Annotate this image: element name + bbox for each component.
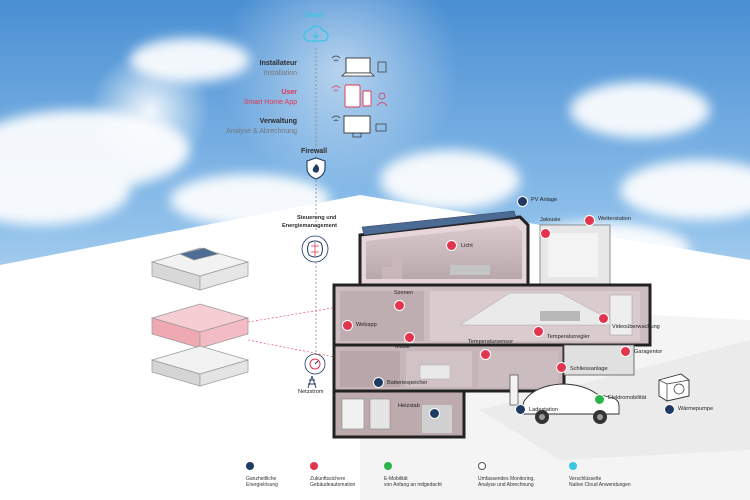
weather-bubble: [584, 215, 595, 226]
scenes-label: Szenen: [394, 290, 413, 296]
weather-label: Wetterstation: [598, 216, 631, 222]
heatpump-label: Wärmepumpe: [678, 406, 714, 412]
lock-label: Schliessanlage: [570, 366, 608, 372]
cloud-title: Cloud: [303, 12, 323, 19]
admin-title: Verwaltung: [259, 118, 297, 125]
tempsensor-label: Temperatursensor: [468, 339, 514, 345]
legend-dot-emobility: [384, 462, 392, 470]
legend-dot-cloud: [569, 462, 577, 470]
music-label: Musik: [395, 344, 410, 350]
blind-label: Jalousie: [540, 217, 561, 223]
scenes-bubble: [394, 300, 405, 311]
user-title: User: [281, 89, 297, 96]
pv-bubble: [517, 196, 528, 207]
light-label: Licht: [461, 243, 473, 249]
heating-bubble: [429, 408, 440, 419]
garage-label: Garagentor: [634, 349, 663, 355]
desktop-icon: [331, 115, 387, 138]
grid-label: Netzstrom: [298, 389, 324, 395]
house-cross-section: [332, 210, 652, 439]
legend-dot-monitoring: [478, 462, 486, 470]
building-layers-illustration: [150, 247, 250, 387]
battery-label: Batteriespeicher: [387, 380, 428, 386]
power-pylon-icon: [307, 375, 317, 389]
station-label: Ladestation: [529, 407, 558, 413]
heating-label: Heizstab: [398, 403, 420, 409]
brain-chip-icon: [301, 235, 329, 263]
legend-dot-energy: [246, 462, 254, 470]
control-label-line1: Steuerung und: [297, 215, 337, 221]
installer-subtitle: Installation: [263, 70, 297, 77]
user-subtitle: Smart Home App: [243, 99, 297, 106]
heat-pump-unit: [658, 373, 690, 402]
webapp-label: Webapp: [356, 322, 377, 328]
video-label: Videoüberwachung: [612, 324, 660, 330]
meter-icon: [304, 353, 326, 375]
emobility-label: Elektromobilität: [608, 395, 647, 401]
legend-dot-automation: [310, 462, 318, 470]
laptop-icon: [331, 55, 387, 77]
tempsensor-bubble: [480, 349, 491, 360]
lock-bubble: [556, 362, 567, 373]
installer-title: Installateur: [259, 60, 297, 67]
control-label-line2: Energiemanagement: [282, 223, 338, 229]
tempcontrol-bubble: [533, 326, 544, 337]
firewall-label: Firewall: [301, 148, 328, 155]
admin-subtitle: Analyse & Abrechnung: [226, 128, 297, 135]
tempcontrol-label: Temperaturregler: [547, 334, 590, 340]
webapp-bubble: [342, 320, 353, 331]
pv-label: PV Anlage: [531, 197, 558, 203]
garage-bubble: [620, 346, 631, 357]
shield-icon: [306, 157, 326, 180]
blind-bubble: [540, 228, 551, 239]
smartphone-tablet-icon: [331, 84, 388, 108]
cloud-icon: [303, 25, 329, 42]
music-bubble: [404, 332, 415, 343]
light-bubble: [446, 240, 457, 251]
station-bubble: [515, 404, 526, 415]
legend-item-monitoring: Umfassendes Monitoring,Analyse und Abrec…: [478, 476, 535, 489]
heatpump-bubble: [664, 404, 675, 415]
battery-bubble: [373, 377, 384, 388]
emobility-bubble: [594, 394, 605, 405]
video-bubble: [598, 313, 609, 324]
